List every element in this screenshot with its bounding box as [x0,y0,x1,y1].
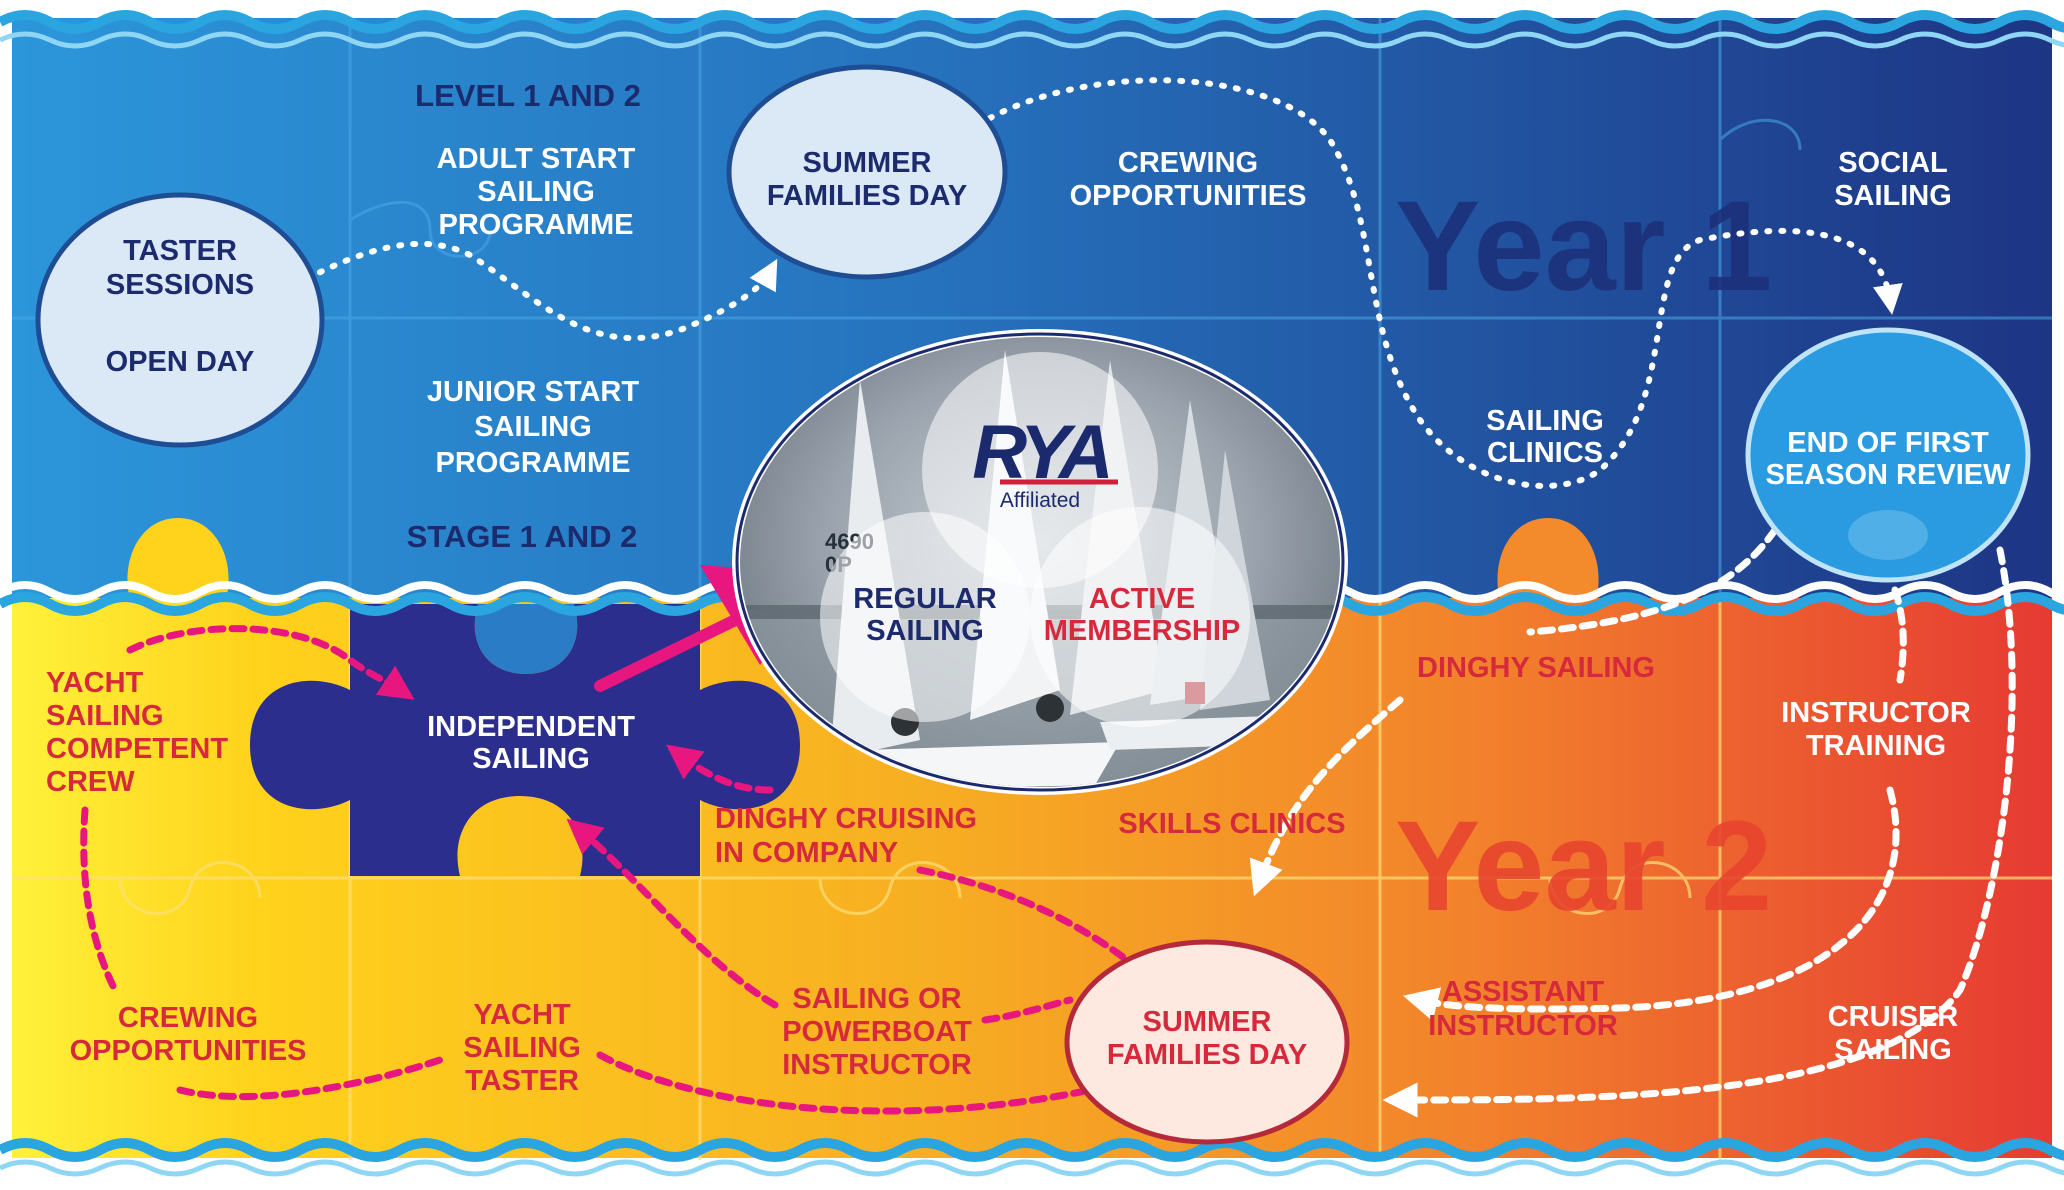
crewing-y1-label-2: OPPORTUNITIES [1070,180,1307,212]
rya-logo-subtitle: Affiliated [1000,489,1080,512]
regular-sailing-label-1: REGULAR [853,583,996,615]
instructor-training-label-1: INSTRUCTOR [1781,697,1971,729]
sailing-instructor-label-3: INSTRUCTOR [782,1049,972,1081]
yellow-puzzle-knob [127,518,229,600]
taster-label-1: TASTER [123,235,237,267]
crewing-y2-label-1: CREWING [118,1002,258,1034]
summer-families-day-node-year1: SUMMER FAMILIES DAY [726,64,1008,280]
social-sailing-label-1: SOCIAL [1838,147,1948,179]
bottom-wave-border [0,1138,2064,1177]
dinghy-sailing-label: DINGHY SAILING [1417,652,1655,684]
year2-label: Year 2 [1395,795,1772,938]
dinghy-cruising-to-independent-arrow [665,744,774,794]
active-membership-circle [1030,507,1250,727]
blue-puzzle-knob [474,604,578,674]
year2-puzzle-grid [12,600,2052,1160]
junior-start-label-3: PROGRAMME [436,447,631,479]
instructor-to-assistant-arrow [1403,786,1900,1022]
adult-start-label-2: SAILING [477,176,595,208]
open-day-label: OPEN DAY [106,346,255,378]
sailing-clinics-label-1: SAILING [1486,405,1604,437]
top-wave-border [0,10,2064,49]
crewing-y2-label-2: OPPORTUNITIES [70,1035,307,1067]
cruiser-sailing-label-1: CRUISER [1828,1001,1959,1033]
assistant-instructor-label-2: INSTRUCTOR [1428,1010,1618,1042]
summer-day-y2-label-2: FAMILIES DAY [1107,1039,1307,1071]
yacht-crew-label-4: CREW [46,766,135,798]
yacht-crew-label-3: COMPETENT [46,733,228,765]
rya-logo: RYA Affiliated [972,410,1118,512]
skills-clinics-label: SKILLS CLINICS [1118,808,1345,840]
end-of-first-season-review-node: END OF FIRST SEASON REVIEW [1745,327,2031,583]
summer-day-to-review-path [987,77,1903,489]
yacht-crew-to-independent-arrow [126,625,415,700]
year2-magenta-connectors [80,625,1144,1115]
yacht-taster-label-3: TASTER [465,1065,579,1097]
independent-sailing-label-1: INDEPENDENT [427,711,635,743]
instructor-training-label-2: TRAINING [1806,730,1946,762]
cruiser-sailing-label-2: SAILING [1834,1034,1952,1066]
active-membership-label-1: ACTIVE [1089,583,1195,615]
active-membership-label-2: MEMBERSHIP [1044,615,1241,647]
summer-families-day-node-year2: SUMMER FAMILIES DAY [1064,939,1350,1145]
year2-white-connectors [1249,526,2016,1118]
junior-start-label-2: SAILING [474,411,592,443]
year1-connectors [292,77,1903,489]
crewing-y1-label-1: CREWING [1118,147,1258,179]
cruiser-to-summer-day-arrow [1382,546,2016,1118]
yacht-crew-label-1: YACHT [46,667,144,699]
yacht-taster-label-1: YACHT [473,999,571,1031]
social-sailing-label-2: SAILING [1834,180,1952,212]
dinghy-cruising-label-2: IN COMPANY [715,837,898,869]
review-label-1: END OF FIRST [1787,427,1989,459]
summer-day-y1-label-2: FAMILIES DAY [767,180,967,212]
taster-to-summer-day-arrow [292,240,778,342]
assistant-instructor-label-1: ASSISTANT [1442,976,1604,1008]
year1-label: Year 1 [1395,175,1772,318]
regular-sailing-circle [820,512,1030,722]
dinghy-cruising-label-1: DINGHY CRUISING [715,803,977,835]
independent-sailing-label-2: SAILING [472,743,590,775]
summer-day-y2-label-1: SUMMER [1143,1006,1272,1038]
junior-start-label-1: JUNIOR START [427,376,639,408]
sailing-instructor-label-1: SAILING OR [792,983,961,1015]
dinghy-to-summer-day-arrow [1249,696,1404,897]
stage-1-and-2-label: STAGE 1 AND 2 [407,519,638,554]
level-1-and-2-label: LEVEL 1 AND 2 [415,78,641,113]
yacht-taster-label-2: SAILING [463,1032,581,1064]
instructor-to-independent-arrow [566,818,779,1009]
regular-sailing-label-2: SAILING [866,615,984,647]
adult-start-label-3: PROGRAMME [439,209,634,241]
adult-start-label-1: ADULT START [437,143,636,175]
year1-puzzle-grid [12,18,2052,600]
review-label-2: SEASON REVIEW [1766,459,2012,491]
taster-sessions-node: TASTER SESSIONS OPEN DAY [35,192,325,448]
summer-day-y1-label-1: SUMMER [803,147,932,179]
sailing-clinics-label-2: CLINICS [1487,437,1603,469]
taster-label-2: SESSIONS [106,269,254,301]
orange-puzzle-knob [1497,518,1599,600]
sailing-instructor-label-2: POWERBOAT [782,1016,972,1048]
yacht-crew-label-2: SAILING [46,700,164,732]
